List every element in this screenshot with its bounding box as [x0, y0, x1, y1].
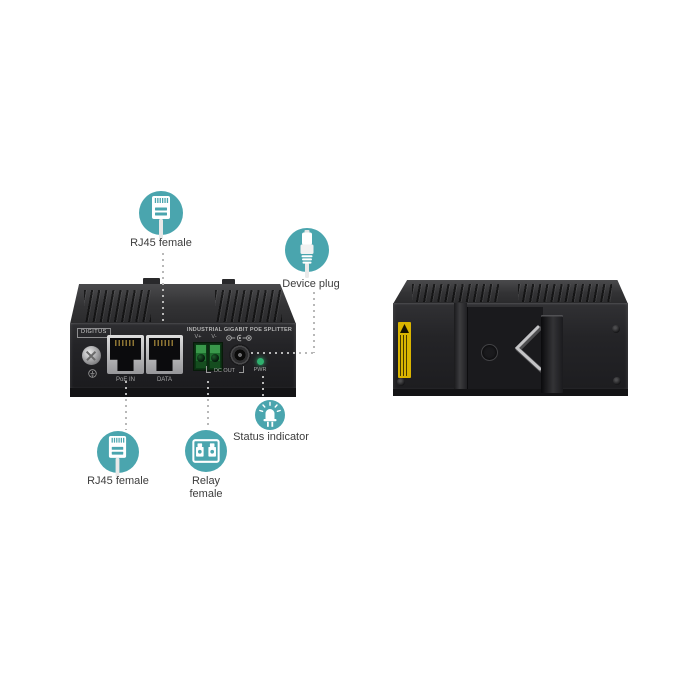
callout-label-device-plug: Device plug [282, 278, 340, 290]
ground-screw [82, 346, 101, 365]
data-port [146, 335, 183, 374]
din-clip-tab [143, 278, 160, 286]
dotted-line-dcout-to-relay [207, 381, 209, 429]
callout-label-rj45-top: RJ45 female [130, 237, 192, 249]
dc-barrel-jack [229, 344, 251, 366]
rj45-pins [154, 340, 175, 346]
dc-polarity-icon [226, 334, 252, 342]
rear-device-top [393, 280, 628, 304]
vent-grooves [214, 289, 283, 322]
dc-out-bracket-right [239, 366, 244, 373]
dc-out-label: DC OUT [213, 368, 236, 374]
din-clip-tab [222, 279, 235, 286]
dotted-line-device-plug-vertical [313, 292, 315, 353]
warning-label-text-lines [400, 335, 409, 376]
embossed-circle-mark [481, 344, 498, 361]
vent-grooves [411, 284, 499, 303]
rear-device-base [393, 389, 628, 396]
data-label: DATA [156, 377, 173, 383]
ground-icon [88, 369, 97, 378]
pwr-led [257, 358, 264, 365]
rj45-female-icon [152, 196, 170, 239]
din-clip-bar [541, 315, 563, 393]
dotted-line-pwr-to-status [262, 376, 264, 400]
rj45-female-icon [108, 435, 127, 477]
dotted-line-device-plug-horizontal [251, 352, 314, 354]
vminus-label: V- [211, 334, 217, 340]
dc-out-bracket-left [206, 366, 211, 373]
poe-in-label: PoE IN [115, 377, 135, 383]
callout-label-relay-line1: Relay [191, 475, 221, 487]
vplus-label: V+ [194, 334, 202, 340]
dotted-line-poe-to-rj45-bottom [125, 381, 127, 430]
pwr-label: PWR [253, 367, 267, 373]
callout-label-relay-line2: female [189, 488, 223, 500]
callout-rj45-top [139, 191, 183, 239]
front-device-base [70, 388, 296, 397]
relay-female-icon [192, 439, 220, 463]
callout-rj45-bottom [97, 431, 139, 477]
vent-grooves [517, 284, 612, 303]
terminal-screw [195, 344, 207, 369]
dotted-line-rj45-top-to-data-port [162, 253, 164, 323]
callout-device-plug [285, 228, 329, 278]
terminal-screw [209, 344, 221, 369]
din-clip-plate [467, 307, 543, 389]
callout-status-indicator [255, 400, 285, 430]
dc-terminal-block [193, 342, 223, 371]
corner-screw [613, 377, 621, 385]
front-device-top [70, 284, 296, 324]
warning-triangle-icon [400, 324, 409, 333]
panel-title: INDUSTRIAL GIGABIT POE SPLITTER [186, 327, 292, 333]
device-plug-icon [300, 230, 314, 278]
corner-screw [397, 378, 405, 386]
vent-grooves [83, 289, 152, 322]
rj45-pins [115, 340, 136, 346]
status-led-icon [259, 401, 281, 427]
callout-circle [185, 430, 227, 472]
callout-relay [185, 430, 227, 472]
callout-label-status-indicator: Status indicator [233, 431, 309, 443]
poe-in-port [107, 335, 144, 374]
digitus-logo: DIGITUS [77, 328, 111, 338]
warning-label [398, 322, 411, 378]
din-bracket-left-edge [454, 303, 467, 389]
callout-label-rj45-bottom: RJ45 female [87, 475, 149, 487]
corner-screw [612, 325, 620, 333]
